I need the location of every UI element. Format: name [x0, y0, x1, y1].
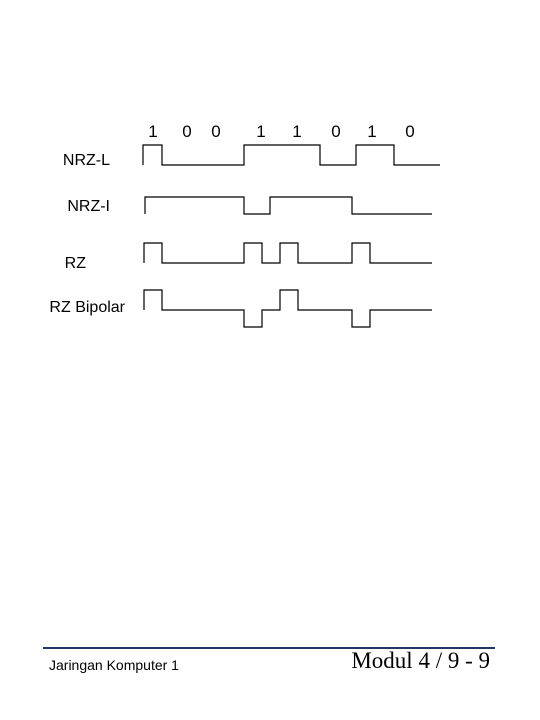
waveform [143, 242, 432, 264]
waveform [144, 196, 432, 215]
encoding-label: RZ Bipolar [49, 299, 125, 316]
footer-divider [43, 647, 495, 649]
bit-label: 0 [182, 122, 191, 141]
bit-label: 1 [367, 122, 376, 141]
waveform [143, 289, 432, 328]
bit-label: 0 [211, 122, 220, 141]
waveforms [142, 144, 440, 328]
bit-label: 1 [292, 122, 301, 141]
footer-course-title: Jaringan Komputer 1 [49, 657, 179, 673]
bit-label: 0 [405, 122, 414, 141]
bit-label: 1 [148, 122, 157, 141]
encoding-labels: NRZ-L NRZ-I RZ RZ Bipolar [49, 152, 125, 316]
encoding-label: NRZ-L [63, 152, 110, 169]
bit-sequence: 1 0 0 1 1 0 1 0 [148, 122, 414, 141]
encoding-label: NRZ-I [67, 198, 110, 215]
bit-label: 0 [331, 122, 340, 141]
encoding-label: RZ [65, 255, 87, 272]
waveform [142, 144, 440, 166]
bit-label: 1 [256, 122, 265, 141]
footer-page-number: Modul 4 / 9 - 9 [351, 648, 490, 673]
